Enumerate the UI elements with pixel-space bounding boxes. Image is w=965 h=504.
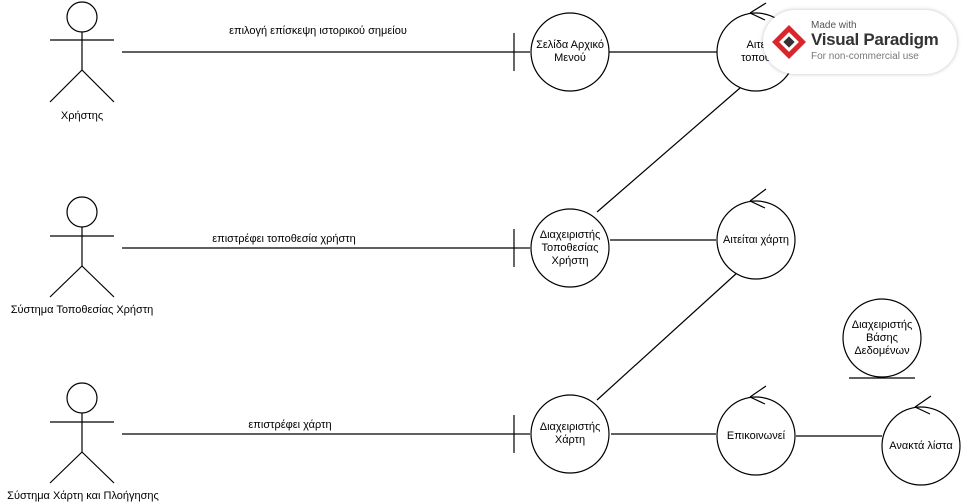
actor-user-figure (49, 1, 115, 103)
visual-paradigm-watermark: Made with Visual Paradigm For non-commer… (763, 10, 957, 74)
control-text-request-location: Αιτε τοποθ (717, 13, 795, 91)
visual-paradigm-logo-icon (772, 25, 806, 59)
control-text-request-map-line1: Αιτείται χάρτη (723, 233, 789, 246)
actor-location-system-figure (49, 196, 115, 298)
actor-label-location-system: Σύστημα Τοποθεσίας Χρήστη (10, 304, 154, 316)
actor-map-system-figure (49, 382, 115, 484)
boundary-text-map-manager-line1: Διαχειριστής (539, 421, 601, 433)
entity-text-db-manager-line3: Δεδομένων (854, 344, 910, 357)
boundary-text-main-menu: Σελίδα Αρχικό Μενού (531, 13, 609, 91)
control-text-retrieve-list: Ανακτά λίστα (882, 407, 960, 485)
control-text-request-map: Αιτείται χάρτη (712, 201, 800, 279)
boundary-text-location-manager-line1: Διαχειριστής (539, 228, 601, 241)
actor-label-map-system: Σύστημα Χάρτη και Πλοήγησης (7, 490, 159, 502)
watermark-made-with: Made with (811, 20, 857, 31)
entity-text-db-manager: Διαχειριστής Βάσης Δεδομένων (843, 299, 921, 377)
boundary-text-location-manager: Διαχειριστής Τοποθεσίας Χρήστη (531, 209, 609, 287)
message-label-location: επιστρέφει τοποθεσία χρήστη (212, 233, 356, 245)
control-text-retrieve-list-line1: Ανακτά λίστα (889, 439, 953, 452)
boundary-location-manager (513, 208, 610, 288)
actor-label-user: Χρήστης (60, 110, 104, 122)
control-communicate (716, 385, 796, 476)
entity-db-manager (842, 298, 922, 379)
entity-text-db-manager-line2: Βάσης (866, 331, 898, 344)
control-request-map (716, 188, 796, 280)
boundary-text-main-menu-line2: Μενού (554, 52, 586, 64)
boundary-text-map-manager: Διαχειριστής Χάρτη (531, 395, 609, 473)
control-retrieve-list (881, 395, 961, 486)
control-text-communicate-line1: Επικοινωνεί (726, 429, 786, 442)
watermark-brand: Visual Paradigm (811, 30, 939, 49)
control-text-request-location-line2: τοποθ (741, 52, 771, 64)
boundary-text-map-manager-line2: Χάρτη (554, 434, 586, 446)
boundary-text-location-manager-line2: Τοποθεσίας (541, 241, 599, 254)
boundary-text-location-manager-line3: Χρήστη (551, 254, 589, 267)
message-label-map: επιστρέφει χάρτη (248, 419, 332, 431)
link-request-locmanager (596, 87, 741, 213)
control-text-communicate: Επικοινωνεί (717, 397, 795, 475)
control-text-request-location-line1: Αιτε (746, 39, 766, 51)
entity-text-db-manager-line1: Διαχειριστής (851, 318, 913, 331)
boundary-main-menu (513, 12, 610, 92)
link-requestmap-mapmanager (596, 271, 739, 401)
boundary-map-manager (513, 394, 610, 474)
message-label-select: επιλογή επίσκεψη ιστορικού σημείου (229, 25, 407, 37)
watermark-subtitle: For non-commercial use (811, 51, 919, 62)
boundary-text-main-menu-line1: Σελίδα Αρχικό (536, 39, 604, 51)
